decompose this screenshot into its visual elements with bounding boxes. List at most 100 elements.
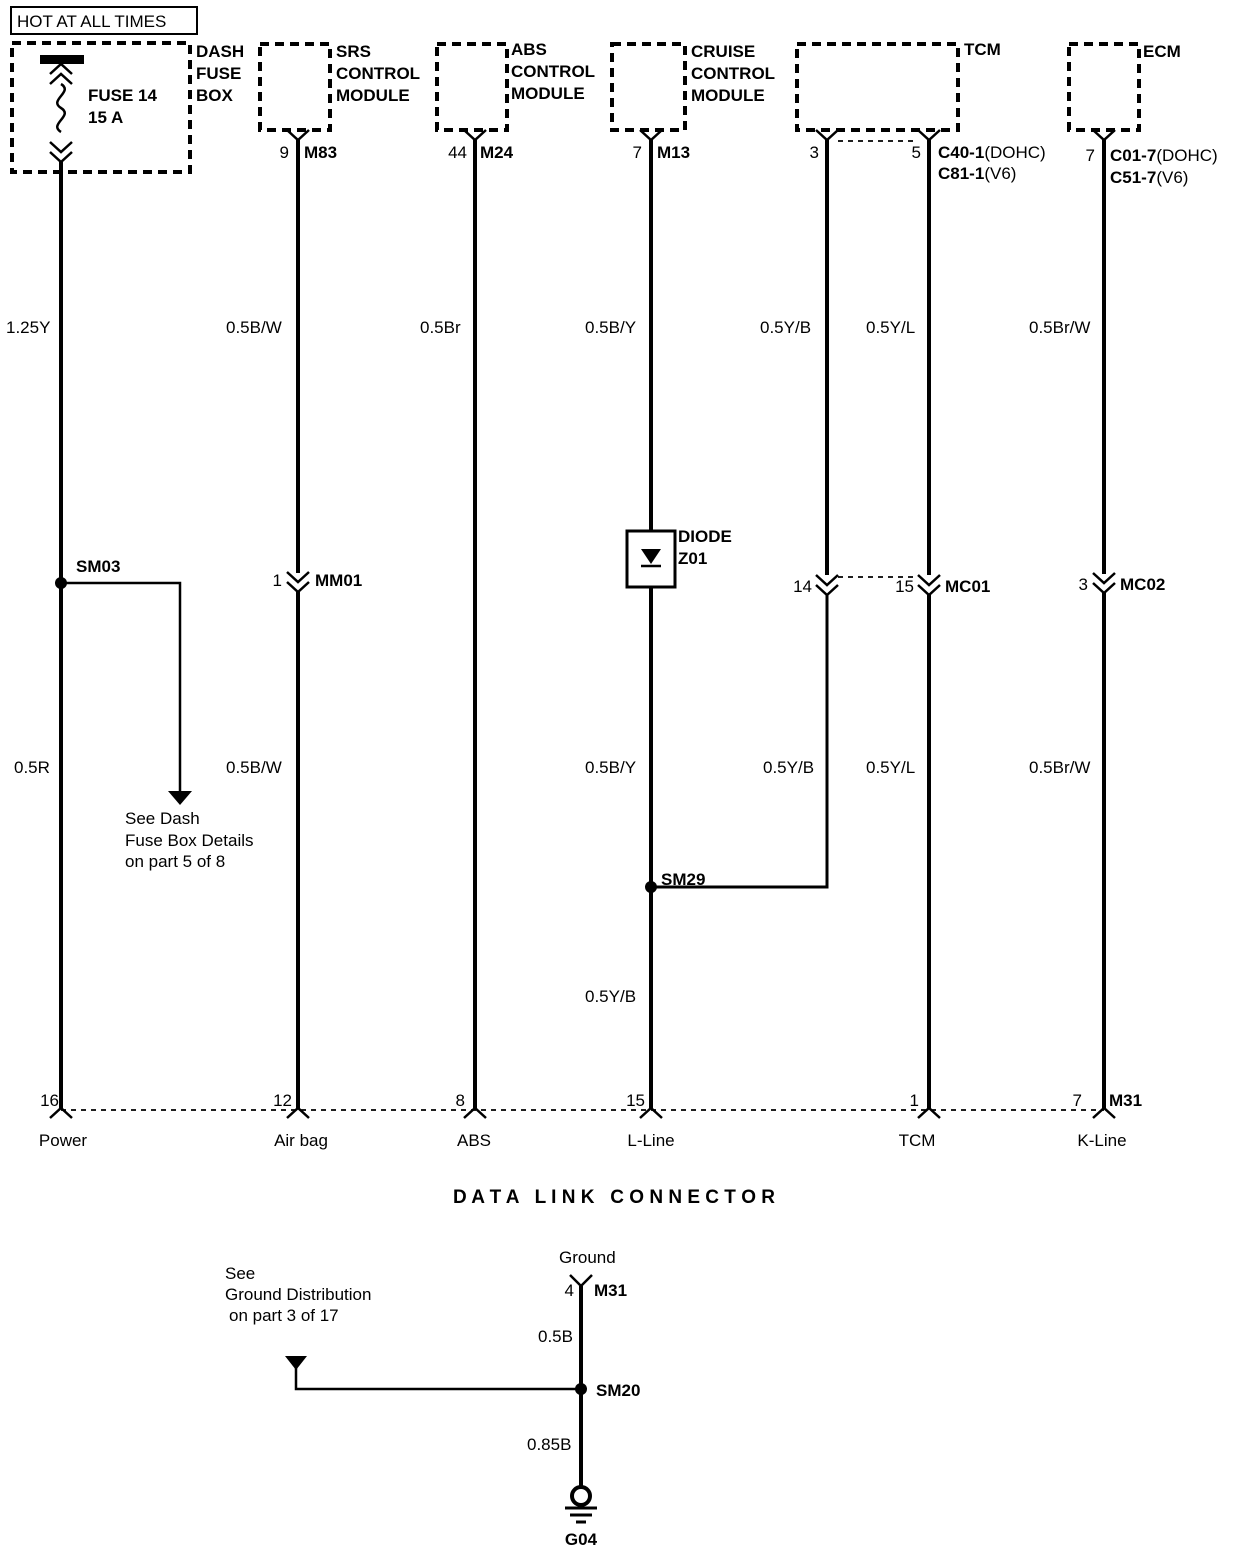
srs-connector-id: M83 [304,143,337,162]
cruise-label-2: CONTROL [691,64,775,83]
ecm-label: ECM [1143,42,1181,61]
cruise-label-1: CRUISE [691,42,755,61]
dlc-pin-number: 1 [910,1091,919,1110]
splice-sm29-label: SM29 [661,870,705,889]
fuse-14-label: FUSE 14 [88,86,158,105]
splice-sm20-label: SM20 [596,1381,640,1400]
tcm-outline [795,42,960,132]
mm01-pin: 1 [273,571,282,590]
dlc-pin-number: 12 [273,1091,292,1110]
dlc-pin-label: Power [39,1131,88,1150]
cruise-pin: 7 [633,143,642,162]
ground-ref-line3: on part 3 of 17 [229,1306,339,1325]
mc01-pin-a: 14 [793,577,812,596]
abs-label-3: MODULE [511,84,585,103]
dlc-title: D A T A L I N K C O N N E C T O R [453,1187,775,1208]
cruise-connector-id: M13 [657,143,690,162]
tcm-connector-id-line1: C40-1(DOHC) [938,143,1046,162]
abs-connector-id: M24 [480,143,514,162]
wire-airbag-bottom-label: 0.5B/W [226,758,282,777]
srs-control-module-outline [258,42,332,132]
tcm-connector-suffix-1: (DOHC) [984,143,1045,162]
arrow-down-icon [285,1356,307,1370]
fuse-element-icon [56,82,66,134]
wire-power-bottom-label: 0.5R [14,758,50,777]
tcm-pin-b: 5 [912,143,921,162]
ground-label: Ground [559,1248,616,1267]
dlc-pin-abs-icon [463,1106,487,1119]
wire-airbag-top-label: 0.5B/W [226,318,282,337]
mc02-id: MC02 [1120,575,1165,594]
mc01-id: MC01 [945,577,990,596]
fuse-rating-label: 15 A [88,108,123,127]
hot-at-all-times-box [10,6,198,35]
srs-pin: 9 [280,143,289,162]
cruise-label-3: MODULE [691,86,765,105]
dlc-pin-label: TCM [899,1131,936,1150]
mc01-pin-b: 15 [895,577,914,596]
dash-fuse-box-label-3: BOX [196,86,234,105]
wire-tcm-a-top-label: 0.5Y/B [760,318,811,337]
dlc-pin-airbag-icon [286,1106,310,1119]
ecm-connector-id-line1: C01-7(DOHC) [1110,146,1218,165]
wire-abs-label: 0.5Br [420,318,461,337]
dlc-pin-number: 15 [626,1091,645,1110]
mc01-connector-b-icon [917,574,941,597]
srs-label-3: MODULE [336,86,410,105]
diode-icon [641,549,661,564]
dlc-pin-number: 8 [456,1091,465,1110]
ground-point-label: G04 [565,1530,598,1549]
dash-fuse-box-label-2: FUSE [196,64,241,83]
wire-lline-mid-label: 0.5B/Y [585,758,636,777]
wire-ecm-top-label: 0.5Br/W [1029,318,1090,337]
dlc-pin-label: Air bag [274,1131,328,1150]
tcm-connector-suffix-2: (V6) [984,164,1016,183]
mc02-pin: 3 [1079,575,1088,594]
wire-ground-bottom-label: 0.85B [527,1435,571,1454]
arrow-down-icon [168,791,192,805]
tcm-connector-id-2: C81-1 [938,164,984,183]
abs-label-2: CONTROL [511,62,595,81]
mc02-connector-icon [1092,572,1116,595]
splice-sm03-label: SM03 [76,557,120,576]
splice-sm20-dot [575,1383,587,1395]
diode-label-1: DIODE [678,527,732,546]
abs-label-1: ABS [511,40,547,59]
dash-ref-line3: on part 5 of 8 [125,852,225,871]
ecm-pin: 7 [1086,146,1095,165]
diode-z01-box [625,529,677,589]
fuse-top-terminal [49,62,73,85]
fuse-bottom-terminal [49,141,73,164]
dash-ref-line2: Fuse Box Details [125,831,254,850]
ecm-connector-suffix-2: (V6) [1156,168,1188,187]
ecm-connector-id-1: C01-7 [1110,146,1156,165]
dlc-pin-number: 16 [40,1091,59,1110]
ground-bars-icon [565,1506,597,1524]
dlc-pin-power-icon [49,1106,73,1119]
ecm-outline [1067,42,1141,132]
mm01-connector-icon [286,571,310,594]
wire-power-top-label: 1.25Y [6,318,50,337]
splice-sm03-dot [55,577,67,589]
dash-fuse-box-label-1: DASH [196,42,244,61]
dlc-pin-number: 7 [1073,1091,1082,1110]
srs-label-1: SRS [336,42,371,61]
abs-control-module-outline [435,42,509,132]
wire-tcm-b-top-label: 0.5Y/L [866,318,915,337]
ground-ref-line1: See [225,1264,255,1283]
cruise-control-module-outline [610,42,687,132]
dash-fuse-box-outline [10,41,192,174]
dash-ref-line1: See Dash [125,809,200,828]
wire-lline-top-label: 0.5B/Y [585,318,636,337]
wire-tcm-a-lower [651,594,829,889]
wire-lline-bottom-label: 0.5Y/B [585,987,636,1006]
wire-power-branch [61,581,182,793]
tcm-connector-id-1: C40-1 [938,143,984,162]
ecm-connector-suffix-1: (DOHC) [1156,146,1217,165]
cruise-connector-icon [639,129,663,142]
ecm-connector-id-2: C51-7 [1110,168,1156,187]
fuse-bus-bar [40,55,84,64]
dlc-pin-lline-icon [639,1106,663,1119]
